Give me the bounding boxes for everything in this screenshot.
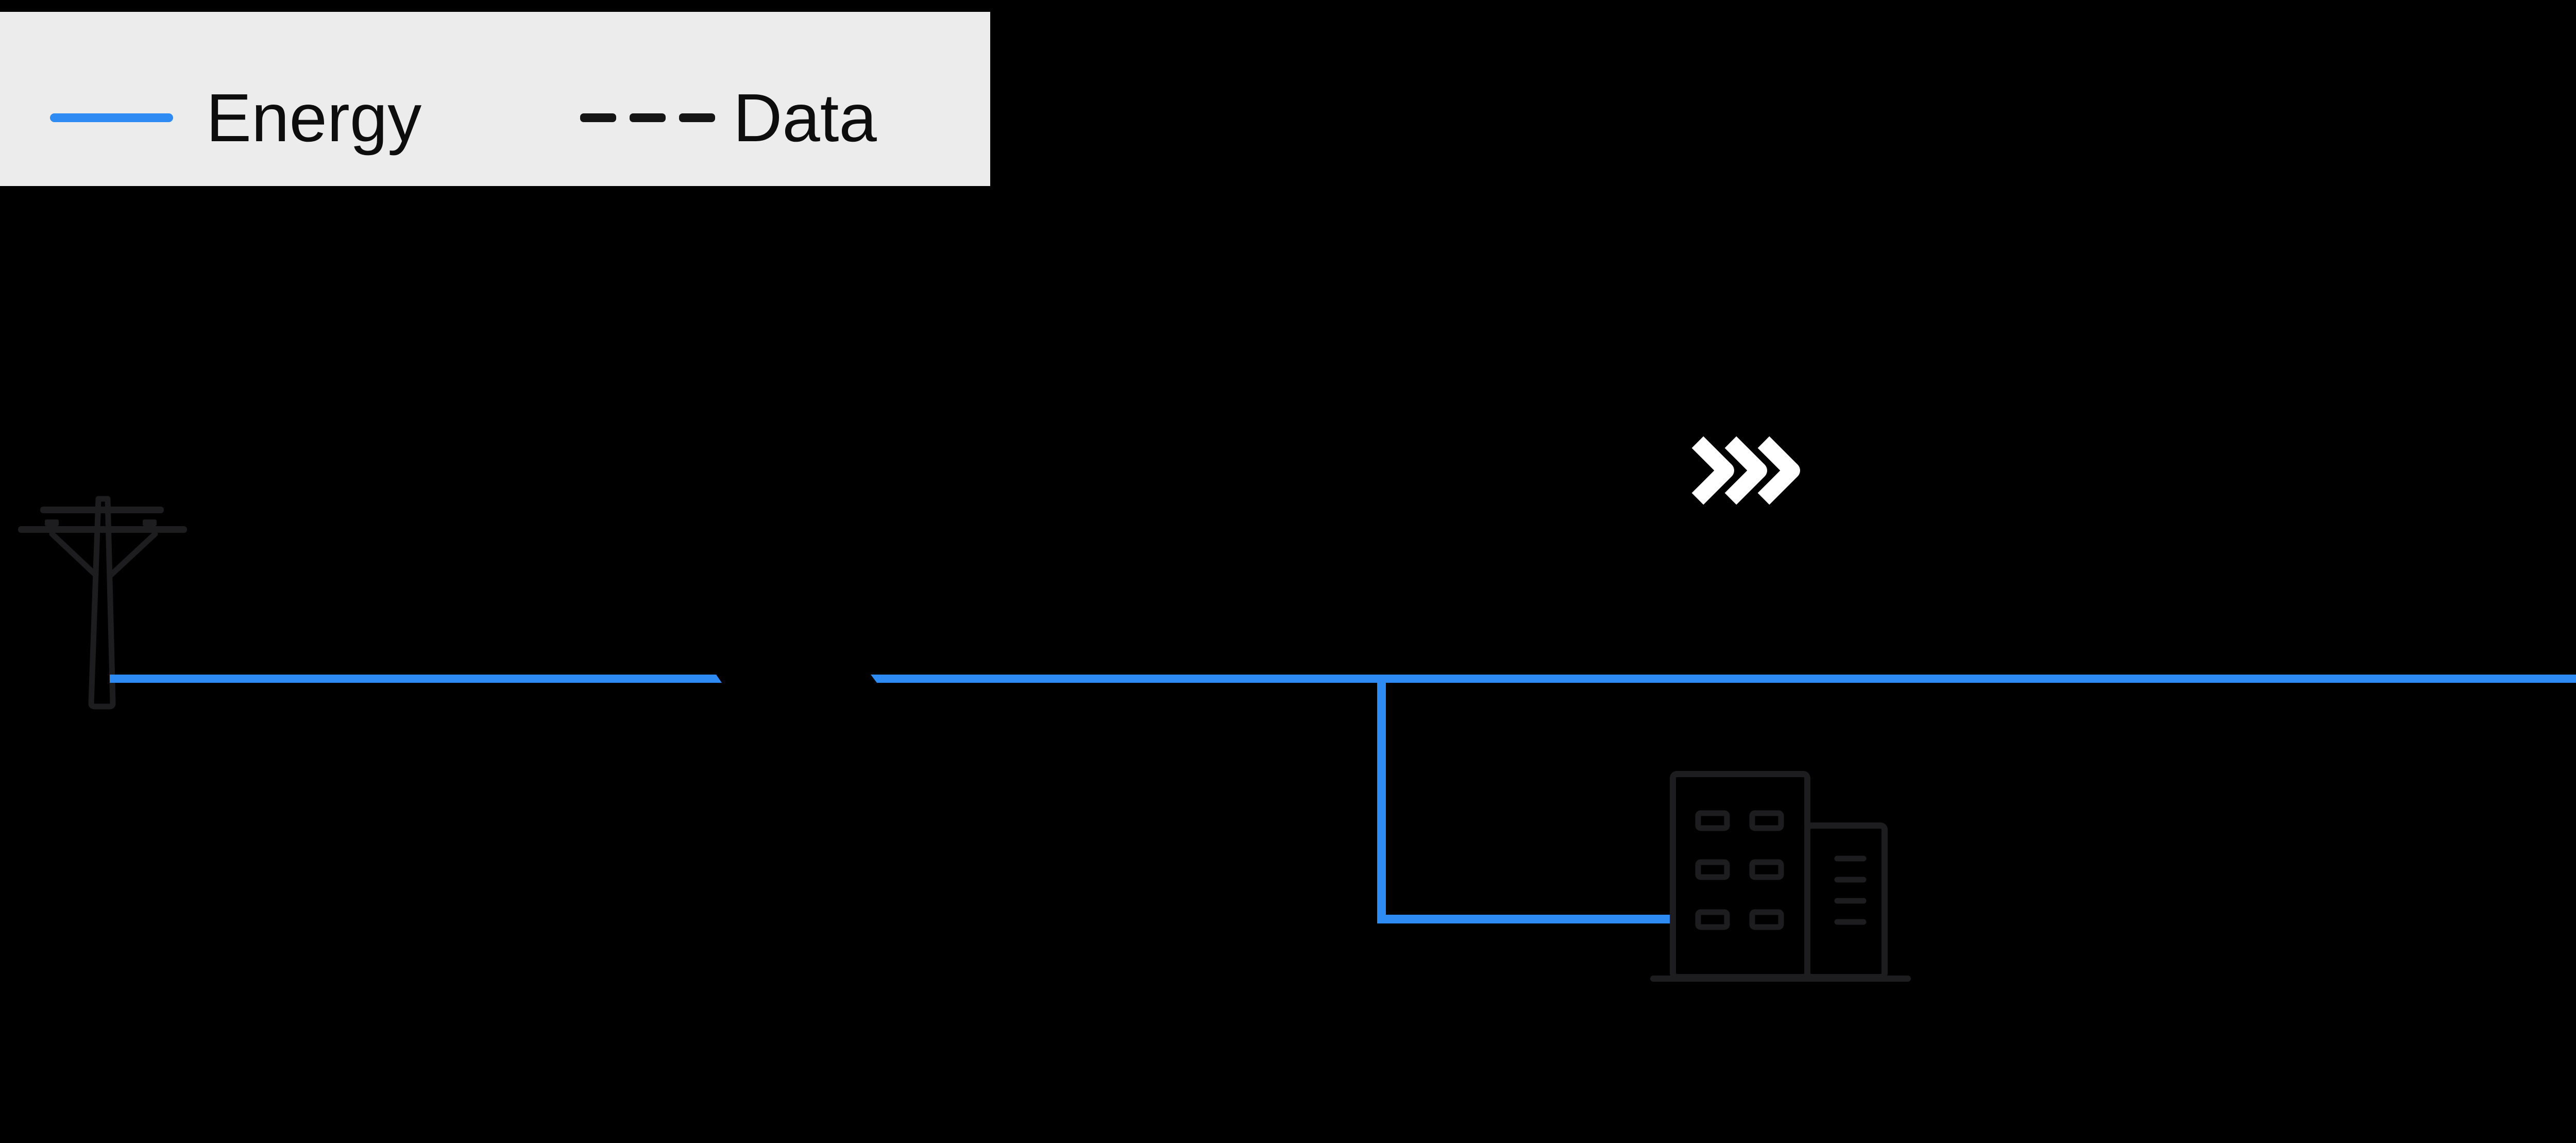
building-side-slats	[1834, 855, 1867, 925]
data-dash	[679, 113, 715, 122]
pole-crossarm-top	[40, 507, 164, 513]
energy-lines	[110, 675, 2576, 923]
chevron-icon	[1691, 436, 1734, 505]
building-window	[1749, 859, 1784, 880]
building-window	[1749, 810, 1784, 831]
building-main-tower	[1670, 771, 1810, 980]
data-dash	[630, 113, 666, 122]
energy-main-line-right-segment	[871, 675, 2576, 683]
chevron-icon	[1757, 436, 1800, 505]
pole-braces	[49, 531, 158, 578]
chevron-icon	[1724, 436, 1767, 505]
triple-chevron-logo	[1691, 436, 1800, 505]
building-windows	[1695, 810, 1784, 930]
pole-mast	[88, 496, 116, 710]
building-window	[1749, 909, 1784, 930]
data-line-swatch	[580, 113, 715, 122]
building-window	[1695, 859, 1730, 880]
pole-insulator-right	[143, 519, 157, 526]
data-dash	[580, 113, 616, 122]
pole-crossarm-bottom	[18, 526, 187, 533]
legend-energy-label: Energy	[206, 80, 422, 156]
building-window	[1695, 810, 1730, 831]
energy-branch-to-building	[1377, 675, 1670, 923]
pole-insulator-left	[45, 519, 59, 526]
energy-line-swatch	[50, 113, 173, 122]
building-window	[1695, 909, 1730, 930]
energy-main-line-left-segment	[110, 675, 722, 683]
legend: Energy Data	[0, 12, 990, 186]
building-icon	[1650, 771, 1911, 982]
legend-data-label: Data	[733, 80, 877, 156]
utility-pole-icon	[18, 496, 187, 710]
